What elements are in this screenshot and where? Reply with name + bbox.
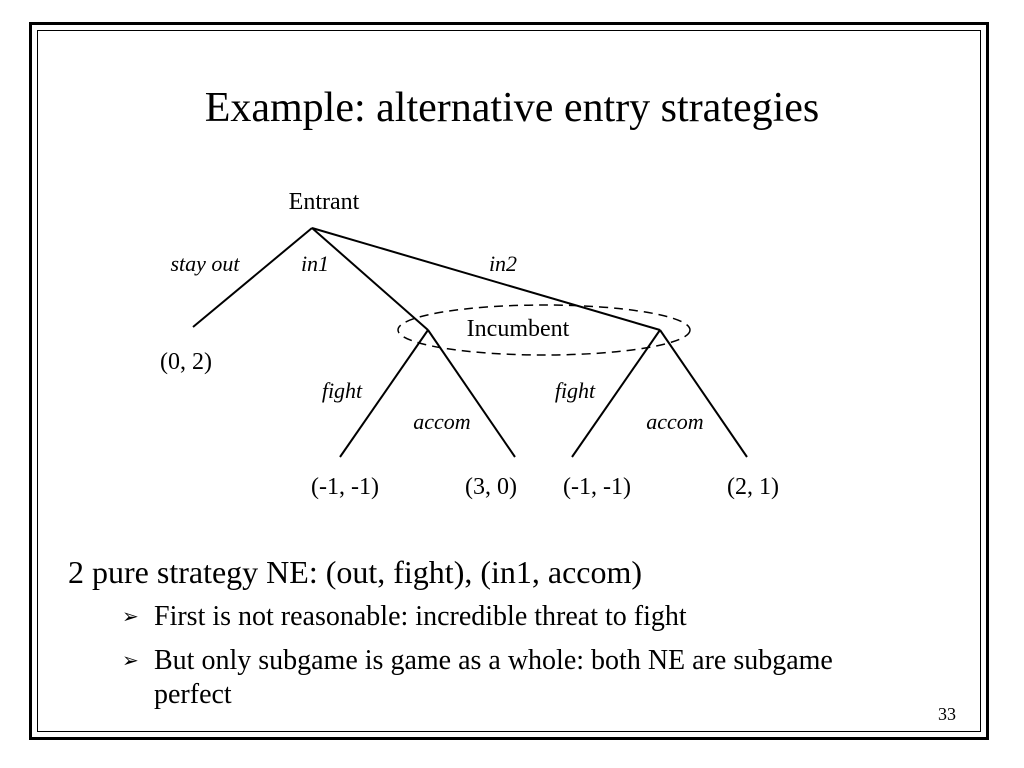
bullet-item: ➢ But only subgame is game as a whole: b… (122, 644, 902, 712)
edge-in1 (311, 227, 429, 331)
information-set-ellipse (397, 304, 691, 356)
payoff-in1-accom: (3, 0) (465, 474, 517, 500)
slide-title: Example: alternative entry strategies (204, 85, 820, 131)
page-number: 33 (938, 704, 956, 724)
edge-fight-left (339, 329, 429, 458)
payoff-in1-fight: (-1, -1) (311, 474, 379, 500)
edge-label-fight-right: fight (555, 378, 596, 403)
bullet-text: First is not reasonable: incredible thre… (154, 601, 687, 632)
edge-label-accom-left: accom (413, 409, 470, 434)
edge-label-stay-out: stay out (170, 251, 240, 276)
edge-in2 (311, 227, 661, 331)
bullet-list: ➢ First is not reasonable: incredible th… (122, 600, 902, 722)
bullet-item: ➢ First is not reasonable: incredible th… (122, 600, 902, 634)
edge-stay-out (192, 227, 313, 328)
bullet-arrow-icon: ➢ (122, 650, 139, 672)
edge-label-fight-left: fight (322, 378, 363, 403)
edge-accom-left (427, 329, 516, 458)
edge-label-accom-right: accom (646, 409, 703, 434)
node-entrant: Entrant (289, 189, 360, 215)
slide-frame-outer (29, 22, 989, 740)
edge-fight-right (571, 329, 661, 458)
bullet-text: But only subgame is game as a whole: bot… (154, 645, 833, 710)
edge-label-in1: in1 (301, 251, 329, 276)
node-incumbent: Incumbent (467, 316, 570, 342)
payoff-in2-fight: (-1, -1) (563, 474, 631, 500)
payoff-in2-accom: (2, 1) (727, 474, 779, 500)
bullet-arrow-icon: ➢ (122, 606, 139, 628)
slide-frame-inner (37, 30, 981, 732)
edge-label-in2: in2 (489, 251, 517, 276)
ne-headline: 2 pure strategy NE: (out, fight), (in1, … (68, 554, 643, 590)
edge-accom-right (659, 329, 748, 458)
payoff-stay-out: (0, 2) (160, 349, 212, 375)
